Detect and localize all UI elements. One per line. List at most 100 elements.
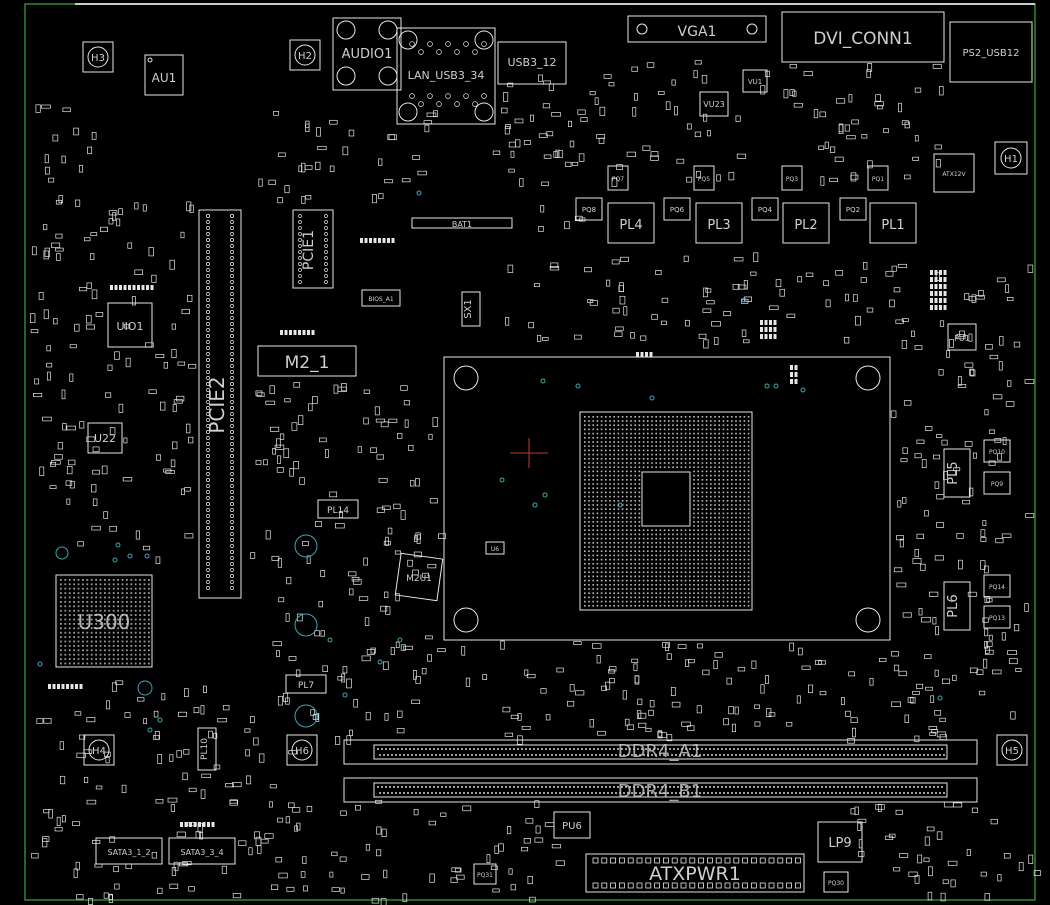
atxpwr1-label: ATXPWR1	[649, 863, 741, 885]
pq5-label: PQ5	[698, 176, 710, 183]
vga1-label: VGA1	[678, 24, 717, 40]
mount-hole-h5: H5	[996, 734, 1028, 766]
pq14-label: PQ14	[989, 584, 1005, 591]
sata-connector-1-2: SATA3_1_2	[95, 837, 163, 865]
pl14-label: PL14	[327, 506, 349, 516]
pq3-label: PQ3	[786, 176, 798, 183]
chip-pu6: PU6	[553, 811, 591, 839]
vrm-inductor-pl6: PL6	[943, 581, 971, 631]
sx1-label: SX1	[463, 299, 474, 319]
h2-label: H2	[298, 51, 312, 62]
u6-label: U6	[491, 546, 499, 553]
pl4-label: PL4	[619, 218, 642, 233]
pq10-label: PQ10	[989, 449, 1005, 456]
pq8-label: PQ8	[582, 206, 596, 214]
pl6-label: PL6	[946, 594, 961, 617]
mosfet-pq2: PQ2	[839, 197, 867, 221]
dimm-a1-pins	[377, 748, 945, 756]
atx-pins	[592, 857, 801, 889]
bios-label: BIOS_A1	[368, 296, 394, 303]
pl10-label: PL10	[200, 738, 210, 760]
mount-hole-h1: H1	[994, 141, 1028, 175]
u300-label: U300	[78, 610, 131, 634]
ddr-b1-label: DDR4_B1	[618, 781, 702, 802]
ddr-a1-label: DDR4_A1	[618, 741, 702, 762]
mosfet-pq8: PQ8	[575, 197, 603, 221]
chip-u6: U6	[485, 541, 505, 555]
h4-label: H4	[92, 746, 106, 757]
vrm-inductor-pl4: PL4	[607, 202, 655, 244]
mosfet-pq14: PQ14	[983, 574, 1011, 598]
chip-vu23: VU23	[699, 91, 729, 117]
dimm-b1-pins	[377, 786, 945, 794]
atx12v-connector: ATX12V	[933, 153, 975, 193]
bios-chip: BIOS_A1	[361, 289, 401, 307]
chipset-u300: U300	[55, 574, 153, 668]
pl2-label: PL2	[794, 218, 817, 233]
pcie1-slot: PCIE1	[292, 209, 334, 289]
mosfet-pq7: PQ7	[607, 165, 629, 191]
pq9-label: PQ9	[991, 481, 1003, 488]
through-holes	[206, 41, 487, 590]
pu6-label: PU6	[562, 821, 582, 832]
crystal-sx1: SX1	[461, 291, 481, 327]
chipset-ball-grid	[60, 579, 150, 665]
smd-pads	[29, 60, 1042, 905]
pcie2-label: PCIE2	[205, 376, 229, 433]
pu1-label: PU1	[954, 334, 970, 343]
h1-label: H1	[1004, 154, 1018, 165]
ps2-usb-connector: PS2_USB12	[949, 21, 1033, 83]
pq6-label: PQ6	[670, 206, 685, 214]
pl7-label: PL7	[298, 681, 314, 691]
m2-slot: M2_1	[257, 345, 357, 377]
m2-chip-m2u1: M2U1	[394, 552, 444, 602]
mosfet-pq6: PQ6	[663, 197, 691, 221]
pl5-label: PL5	[946, 461, 961, 484]
mosfet-pq9: PQ9	[983, 471, 1011, 495]
pl1-label: PL1	[881, 218, 904, 233]
lan-usb-connector: LAN_USB3_34	[396, 27, 496, 125]
dimm-slot-a1: DDR4_A1	[343, 739, 978, 765]
lan-label: LAN_USB3_34	[408, 69, 485, 82]
usb3-connector: USB3_12	[497, 41, 567, 85]
h6-label: H6	[295, 746, 309, 757]
m2u1-label: M2U1	[406, 574, 432, 584]
sata-a-label: SATA3_1_2	[107, 848, 150, 857]
pl3-label: PL3	[707, 218, 730, 233]
mosfet-pq30: PQ30	[823, 871, 849, 893]
pq4-label: PQ4	[758, 206, 773, 214]
pcie2-slot: PCIE2	[198, 209, 242, 599]
inductor-pl7: PL7	[285, 674, 327, 694]
mosfet-pq4: PQ4	[751, 197, 779, 221]
mount-hole-h2: H2	[289, 39, 321, 71]
mosfet-pq31: PQ31	[473, 863, 497, 885]
pq1-label: PQ1	[872, 176, 884, 183]
mosfet-pq10: PQ10	[983, 439, 1011, 463]
dvi-label: DVI_CONN1	[813, 29, 912, 49]
audio-chip-au1: AU1	[144, 54, 184, 96]
pq30-label: PQ30	[828, 880, 844, 887]
vrm-inductor-pl5: PL5	[943, 448, 971, 498]
sata-connector-3-4: SATA3_3_4	[168, 837, 236, 865]
h3-label: H3	[91, 53, 105, 64]
vrm-inductor-pl1: PL1	[869, 202, 917, 244]
dvi-connector: DVI_CONN1	[781, 11, 945, 63]
mosfet-pq3: PQ3	[781, 165, 803, 191]
vu1-label: VU1	[748, 78, 762, 86]
vu23-label: VU23	[703, 100, 725, 109]
chip-u22: U22	[87, 422, 123, 454]
sata-b-label: SATA3_3_4	[180, 848, 223, 857]
vrm-inductor-pl3: PL3	[695, 202, 743, 244]
cpu-socket	[443, 356, 891, 641]
pcie1-label: PCIE1	[301, 230, 317, 270]
inductor-lp9: LP9	[817, 821, 863, 863]
pq31-label: PQ31	[477, 872, 493, 879]
inductor-pl10: PL10	[197, 727, 217, 771]
pq13-label: PQ13	[989, 615, 1005, 622]
lp9-label: LP9	[828, 836, 851, 851]
atx12v-label: ATX12V	[942, 171, 966, 178]
u22-label: U22	[94, 432, 116, 445]
mosfet-pq1: PQ1	[867, 165, 889, 191]
dimm-slot-b1: DDR4_B1	[343, 777, 978, 803]
